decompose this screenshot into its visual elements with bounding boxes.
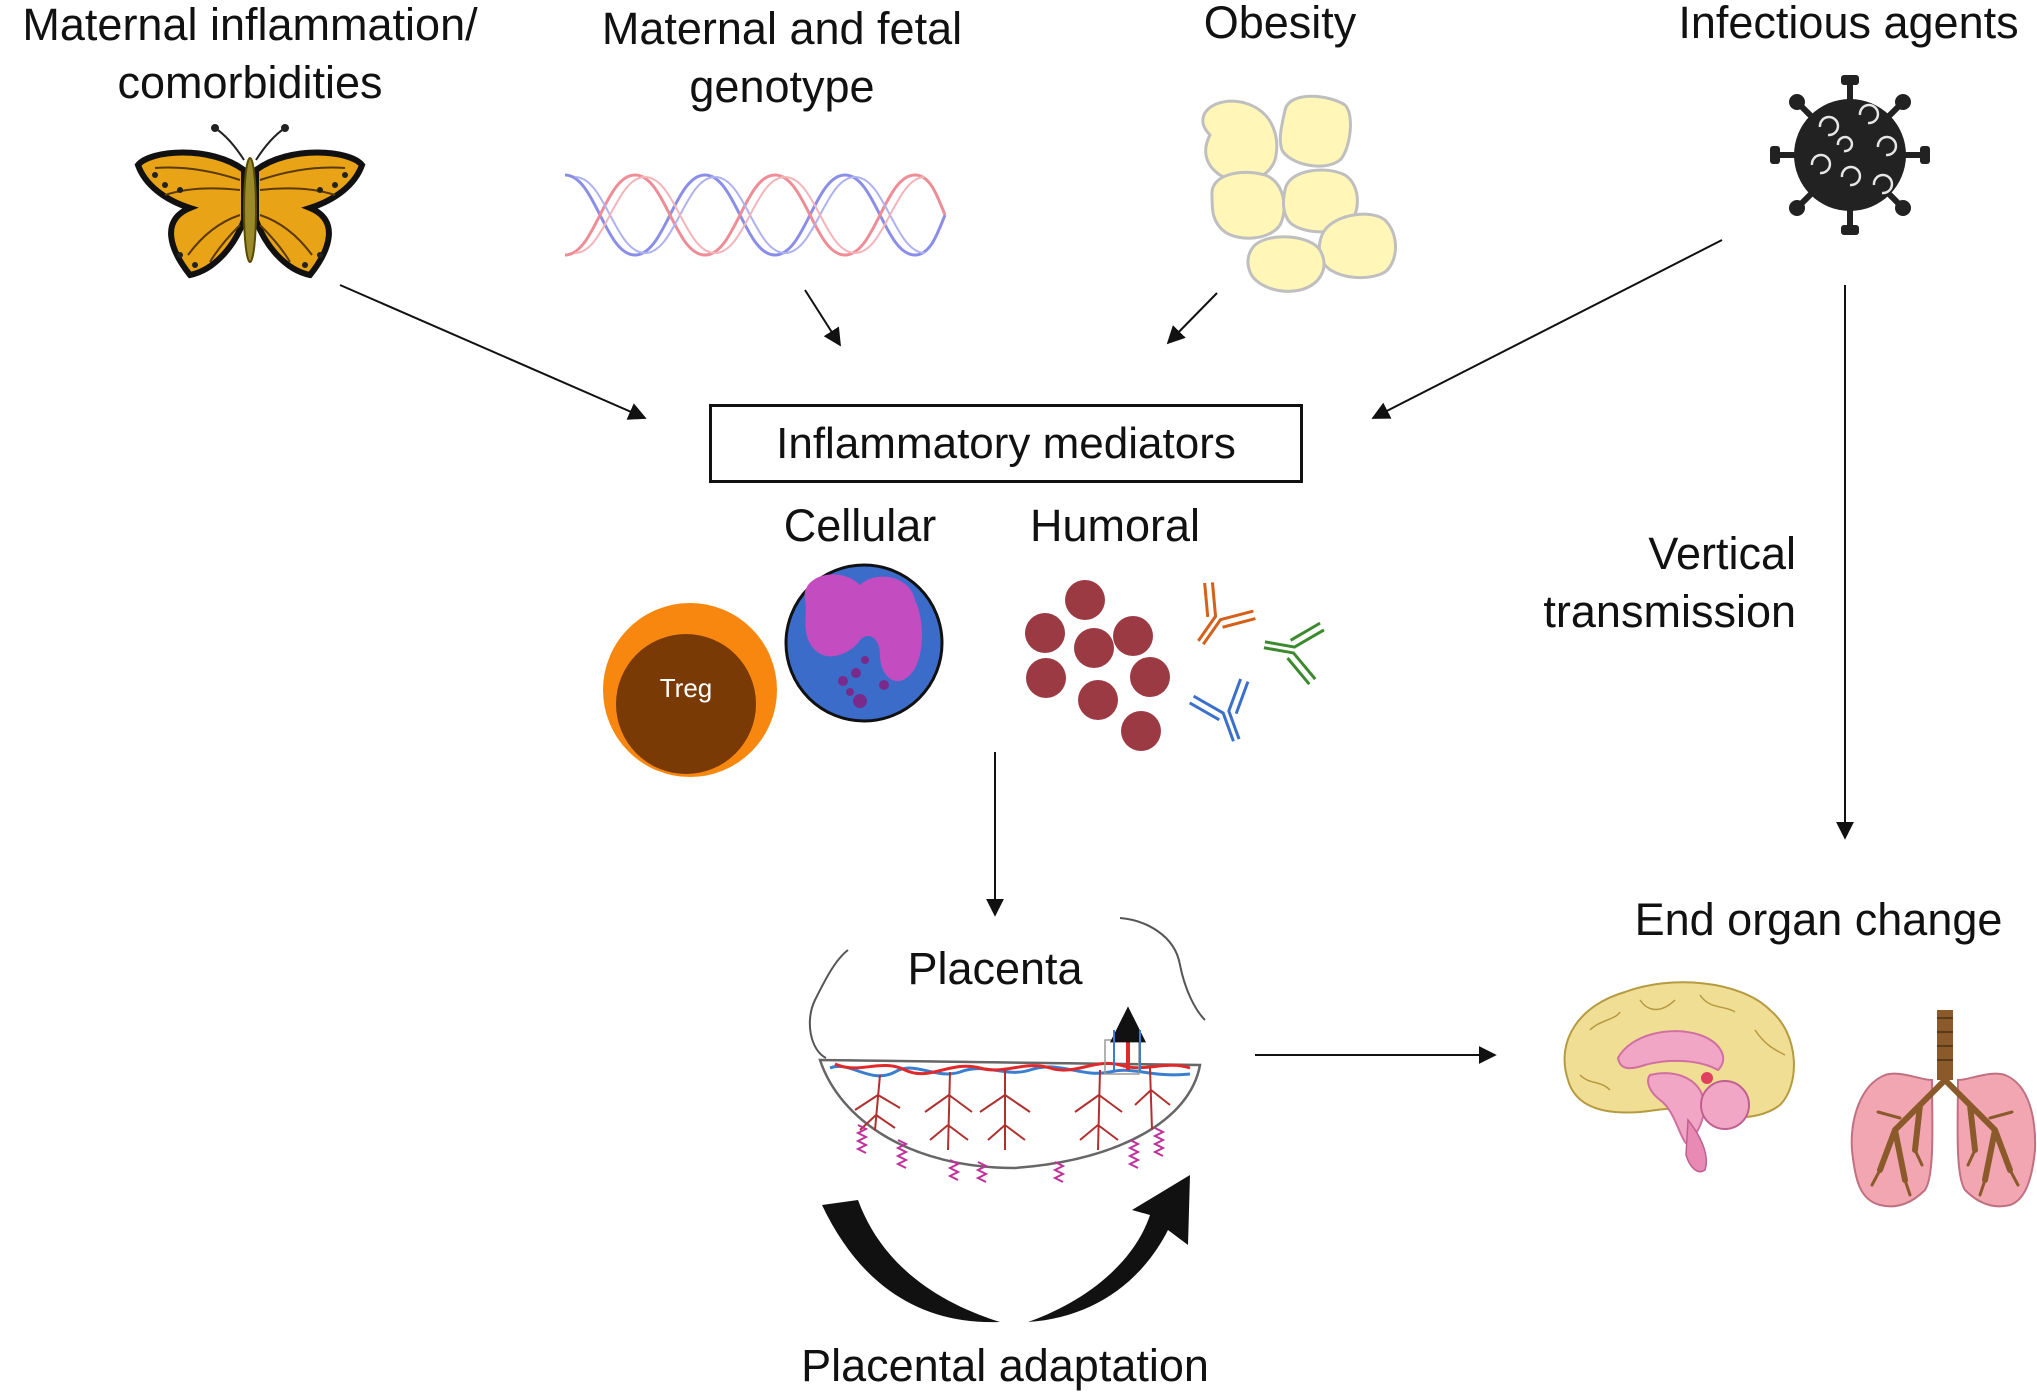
maternal-inflammation-label: Maternal inflammation/ comorbidities [0, 0, 500, 112]
arrow-obesity-to-mediators [1166, 292, 1218, 345]
arrow-genotype-to-mediators [804, 289, 841, 347]
vertical-transmission-line-2: transmission [1543, 586, 1796, 637]
placenta-icon [808, 917, 1206, 1183]
antibody-icon [1188, 582, 1325, 742]
obesity-label: Obesity [1203, 0, 1357, 48]
genotype-label: Maternal and fetal genotype [582, 0, 982, 116]
placental-adaptation-arrows [822, 1175, 1190, 1323]
maternal-inflammation-line-2: comorbidities [117, 57, 383, 108]
arrow-infection-to-mediators [1371, 239, 1723, 419]
humoral-particles [1025, 580, 1170, 751]
end-organ-change-label: End organ change [1634, 894, 2003, 945]
placenta-label: Placenta [907, 943, 1083, 994]
neutrophil-icon [784, 563, 944, 723]
adipocytes-icon [1201, 94, 1397, 293]
cellular-label: Cellular [783, 500, 937, 551]
connector-arrows [339, 239, 1854, 1064]
dna-helix-icon [564, 173, 947, 257]
genotype-line-1: Maternal and fetal [601, 3, 963, 54]
placental-adaptation-label: Placental adaptation [801, 1340, 1209, 1391]
virus-icon [1770, 75, 1930, 235]
arrow-inflammation-to-mediators [339, 284, 647, 420]
vertical-transmission-line-1: Vertical [1648, 528, 1796, 579]
maternal-inflammation-line-1: Maternal inflammation/ [22, 0, 478, 50]
genotype-line-2: genotype [689, 61, 875, 112]
brain-icon [1563, 981, 1795, 1173]
treg-label: Treg [659, 673, 713, 703]
inflammatory-mediators-box: Inflammatory mediators [709, 404, 1303, 483]
infectious-agents-label: Infectious agents [1678, 0, 2019, 48]
humoral-label: Humoral [1029, 500, 1201, 551]
lungs-icon [1850, 1010, 2037, 1208]
butterfly-icon [134, 124, 366, 279]
vertical-transmission-label: Vertical transmission [1480, 525, 1796, 641]
treg-cell-icon [603, 603, 777, 777]
